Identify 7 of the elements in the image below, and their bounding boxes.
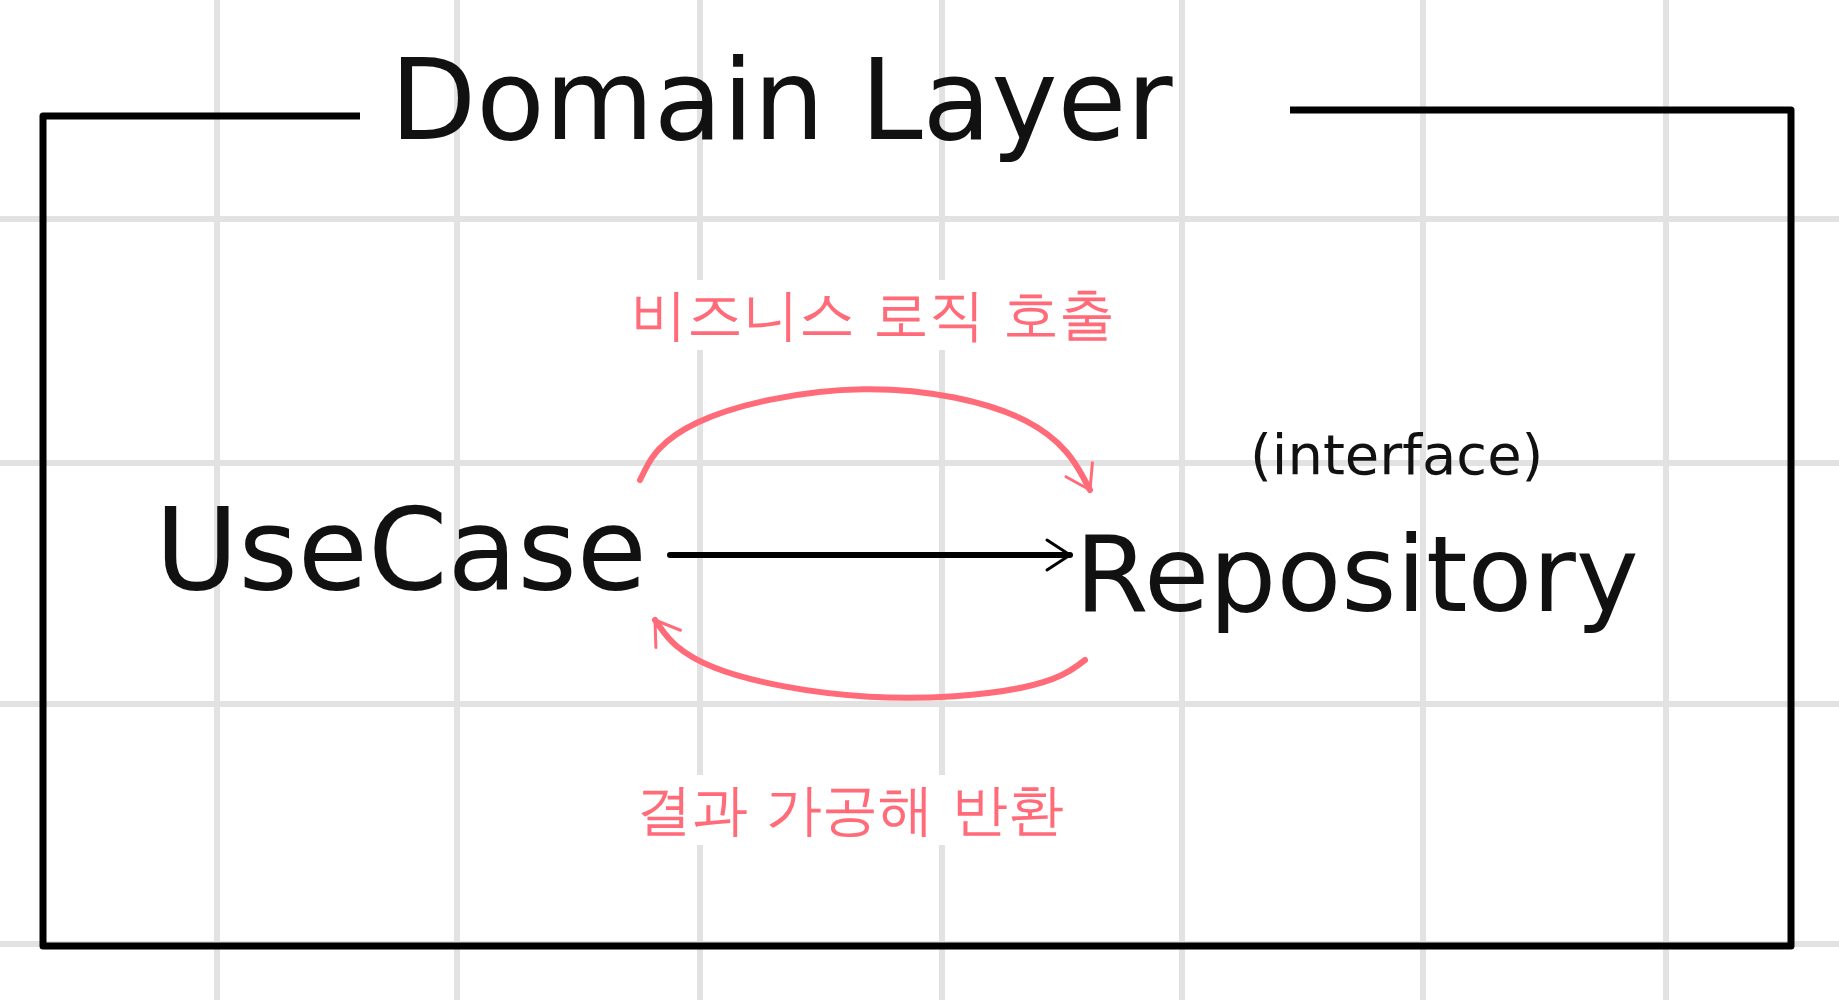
arrow bbox=[667, 538, 1073, 572]
frame-title: Domain Layer bbox=[390, 35, 1173, 165]
arrow bbox=[637, 386, 1094, 493]
arrow bbox=[652, 617, 1088, 701]
stereotype-label: (interface) bbox=[1250, 421, 1544, 489]
component-name: UseCase bbox=[155, 482, 647, 618]
component-name: Repository bbox=[1075, 512, 1639, 638]
